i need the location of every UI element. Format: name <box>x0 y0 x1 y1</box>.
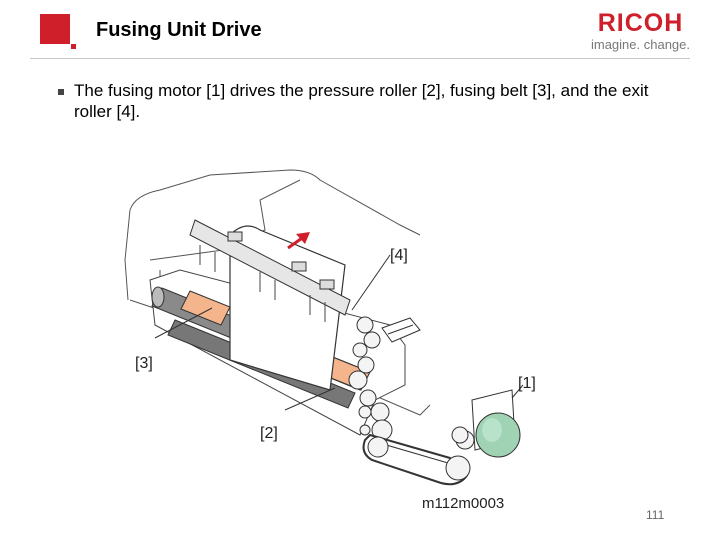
label-exit-roller: [4] <box>390 247 408 264</box>
page-number: 111 <box>646 508 665 522</box>
exit-bracket <box>381 317 421 343</box>
bullet-item: The fusing motor [1] drives the pressure… <box>58 80 678 122</box>
header-divider <box>30 58 690 59</box>
ricoh-logo: RICOH imagine. change. <box>590 9 690 53</box>
figure-code: m112m0003 <box>422 495 504 512</box>
brand-tagline: imagine. change. <box>590 37 690 52</box>
fusing-unit-diagram: [4] [3] [2] [1] m112m0003 <box>124 169 536 512</box>
slide-logo-square <box>40 14 70 44</box>
fusing-belt-left <box>180 290 231 326</box>
paper-direction-arrow <box>287 232 310 250</box>
slide-logo-dot <box>71 44 76 49</box>
square-bullet-icon <box>58 89 64 95</box>
gear-train <box>348 316 393 441</box>
label-fusing-belt: [3] <box>135 355 153 372</box>
bullet-text: The fusing motor [1] drives the pressure… <box>74 81 649 121</box>
brand-name: RICOH <box>597 9 684 37</box>
fusing-motor <box>451 389 521 458</box>
slide-title: Fusing Unit Drive <box>96 19 262 41</box>
exit-roller-assembly <box>189 219 351 322</box>
leader-lines <box>154 254 524 411</box>
label-fusing-motor: [1] <box>518 375 536 392</box>
label-pressure-roller: [2] <box>260 425 278 442</box>
